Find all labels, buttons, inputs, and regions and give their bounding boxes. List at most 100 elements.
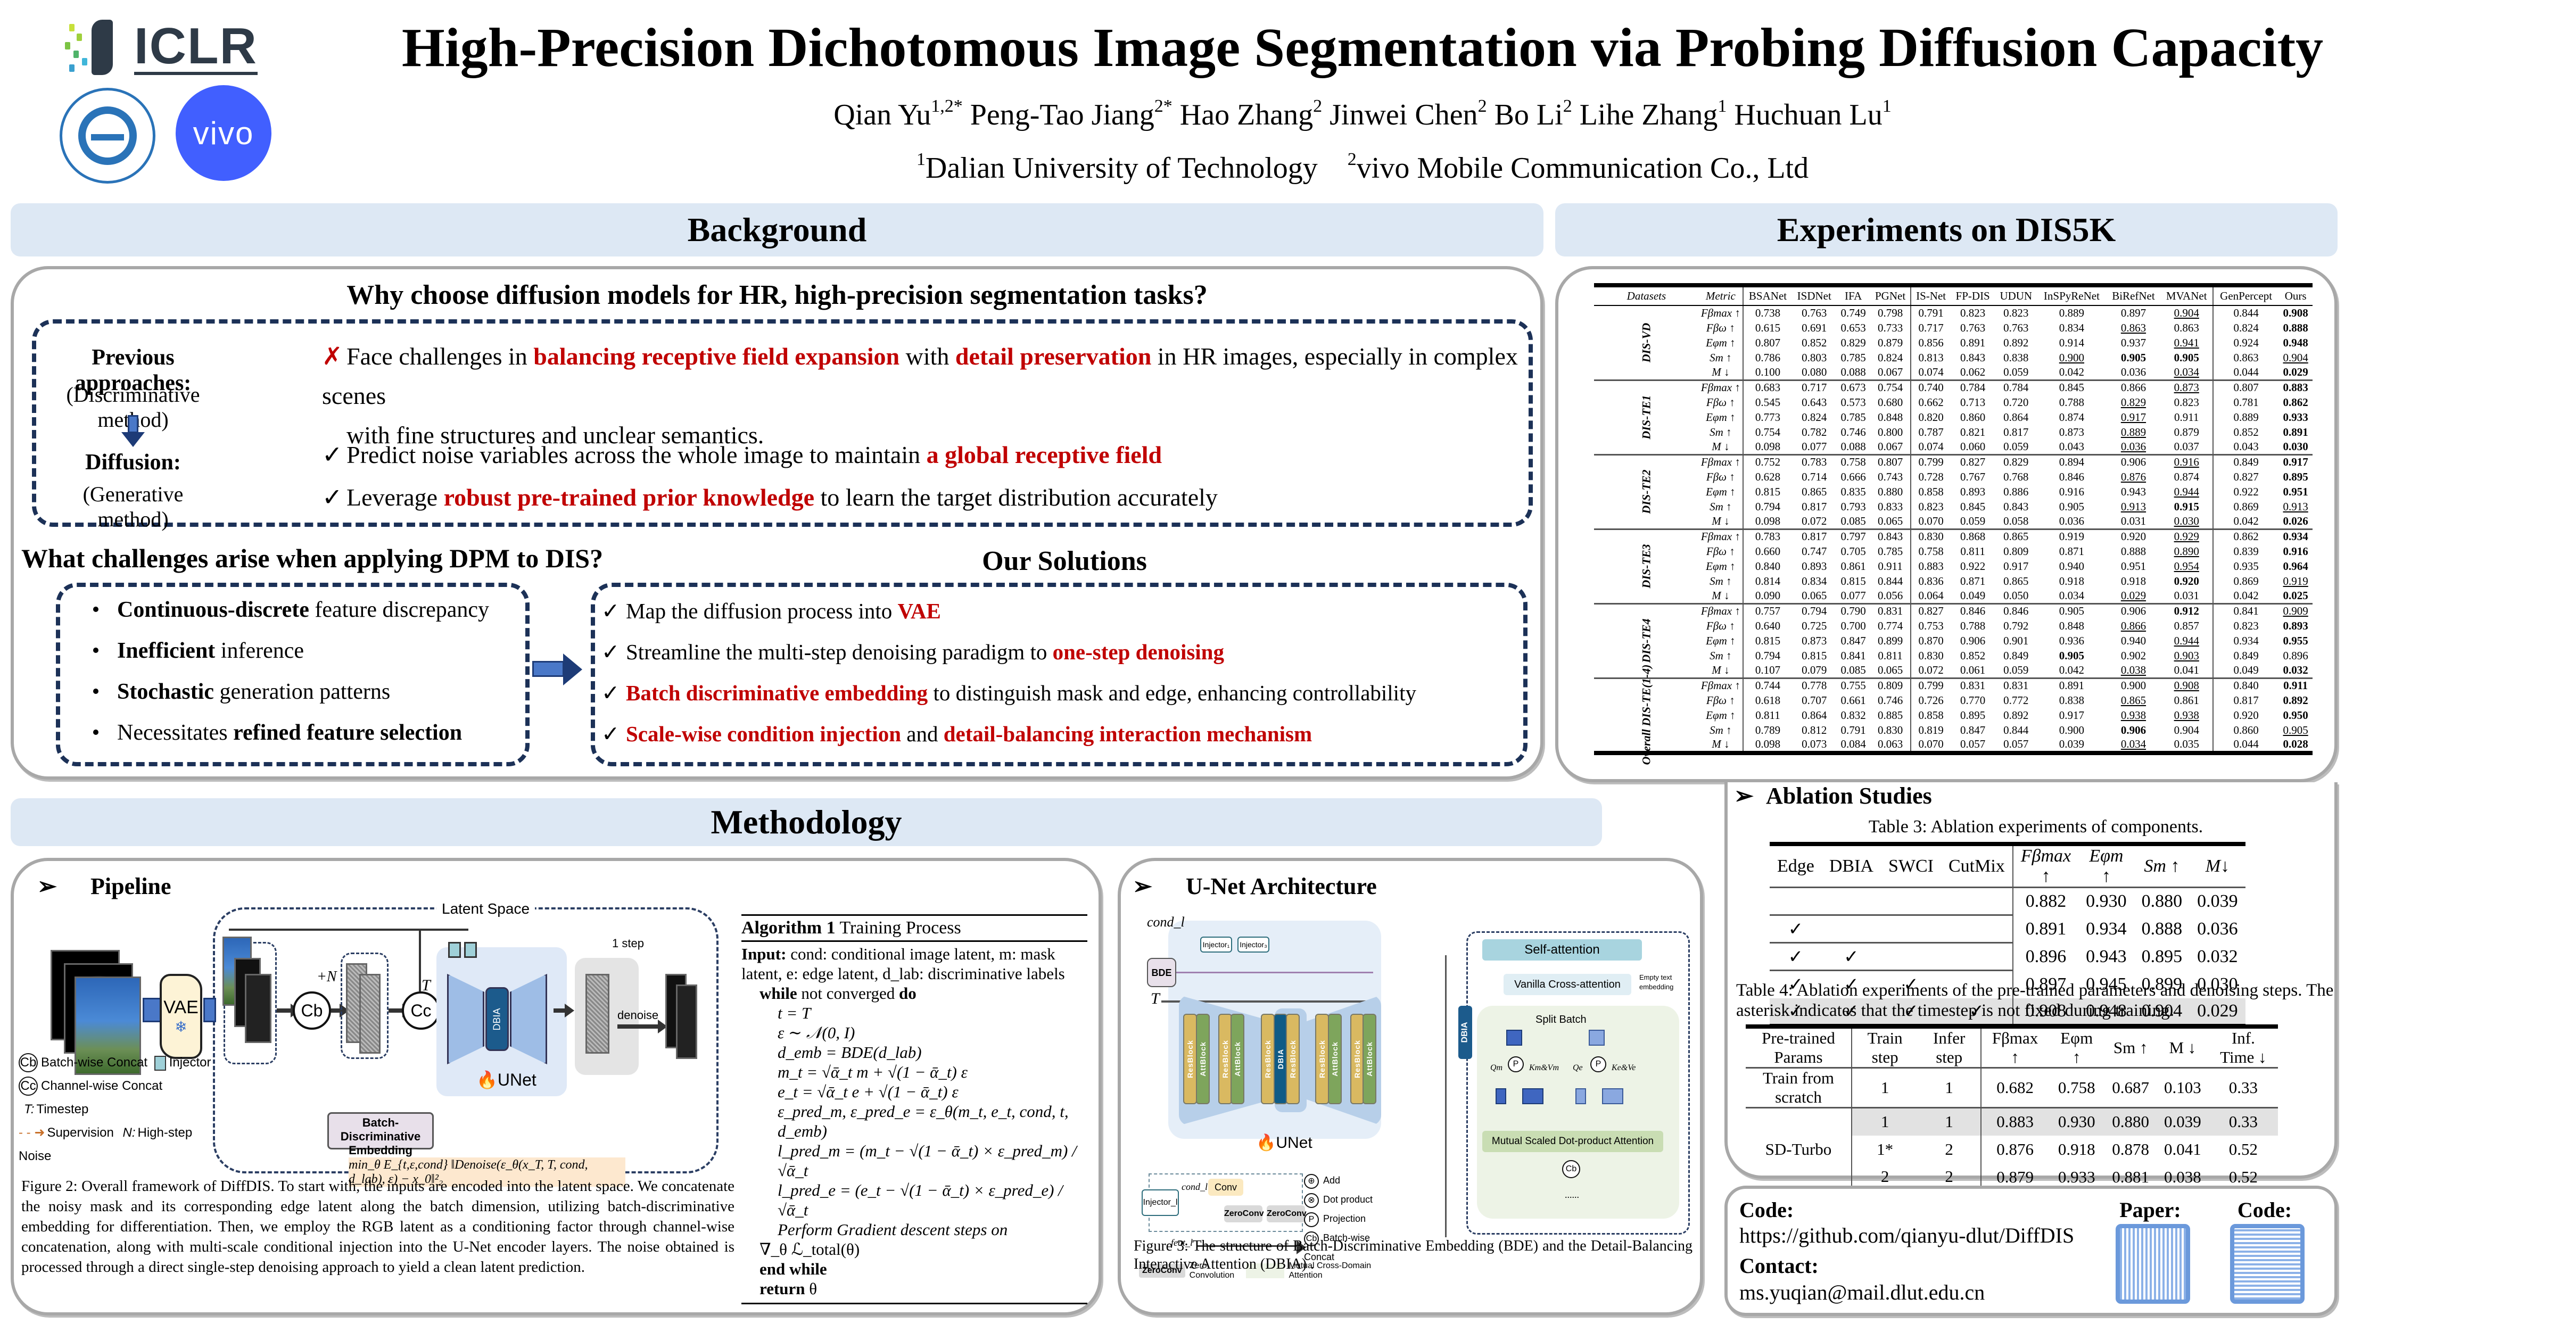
table-cell: 0.852 bbox=[2212, 425, 2279, 440]
table-cell: 0.757 bbox=[1742, 602, 1793, 618]
table-cell: 0.098 bbox=[1742, 440, 1793, 454]
metric-label: Sm ↑ bbox=[1710, 500, 1732, 513]
table-cell: 0.895 bbox=[2141, 946, 2183, 966]
table-cell: 0.917 bbox=[2278, 453, 2313, 469]
timestep-line bbox=[1161, 1000, 1374, 1003]
column-header: Sm ↑ bbox=[2104, 1027, 2157, 1069]
table-cell: 0.035 bbox=[2174, 738, 2199, 750]
metric-label: Eφm ↑ bbox=[1706, 634, 1736, 647]
table-cell: 0.774 bbox=[1877, 619, 1903, 632]
paper-qr-code[interactable] bbox=[2116, 1224, 2190, 1304]
arrow-icon bbox=[331, 1004, 349, 1017]
qr-paper-label: Paper: bbox=[2119, 1198, 2181, 1222]
condition-line bbox=[229, 929, 468, 931]
column-header: BiRefNet bbox=[2106, 285, 2161, 306]
table-cell: 0.920 bbox=[2212, 708, 2279, 723]
table-cell: 0.815 bbox=[1840, 574, 1866, 587]
table-cell: 0.788 bbox=[1960, 619, 1986, 632]
unet-label: 🔥UNet bbox=[476, 1070, 536, 1090]
table-cell: 0.841 bbox=[1840, 649, 1866, 662]
table-cell: ✓ bbox=[1821, 998, 1881, 1026]
table-cell: 0.844 bbox=[1877, 574, 1903, 587]
table3-caption: Table 3: Ablation experiments of compone… bbox=[1868, 817, 2203, 837]
table-cell: 0.042 bbox=[2212, 589, 2279, 603]
text: l_pred_e = (e_t − √(1 − ᾱ_t) × ε_pred_e)… bbox=[778, 1181, 1063, 1219]
solutions-heading: Our Solutions bbox=[982, 546, 1147, 576]
author-name: Peng-Tao Jiang bbox=[970, 98, 1154, 131]
unet-diagram: cond_l Injector₁ Injector₃ BDE T ResBloc… bbox=[1139, 914, 1384, 1280]
table-cell: 0.934 bbox=[2212, 633, 2279, 648]
legend-row: ⊗Dot product bbox=[1304, 1190, 1384, 1209]
table-cell: 0.874 bbox=[2059, 410, 2085, 424]
table-cell: 0.824 bbox=[1802, 410, 1827, 424]
table-cell: 0.935 bbox=[2212, 559, 2279, 574]
section-title: Experiments on DIS5K bbox=[1777, 211, 2116, 249]
table-cell: 0.042 bbox=[2059, 365, 2085, 378]
table-cell: 0.058 bbox=[2003, 514, 2029, 527]
attblock-block: AttBlock bbox=[1195, 1014, 1210, 1104]
table-cell: 0.807 bbox=[1742, 335, 1793, 350]
table-cell: 0.746 bbox=[1877, 693, 1903, 707]
table-cell: 0.945 bbox=[2086, 974, 2127, 994]
table-cell: 0.892 bbox=[2003, 336, 2029, 349]
text: UNet bbox=[497, 1070, 536, 1089]
table-cell: 0.895 bbox=[1960, 708, 1986, 722]
code-qr-code[interactable] bbox=[2230, 1224, 2305, 1304]
column-header: M↓ bbox=[2190, 844, 2245, 888]
text: Predict noise variables across the whole… bbox=[346, 441, 927, 468]
table4-caption: Table 4: Ablation experiments of the pre… bbox=[1736, 981, 2334, 1020]
column-header: IS-Net bbox=[1910, 285, 1951, 306]
table-cell: 0.800 bbox=[1877, 425, 1903, 438]
metric-label: Fβω ↑ bbox=[1706, 544, 1735, 558]
metric-label: Sm ↑ bbox=[1710, 574, 1732, 587]
affiliation-mark: 2 bbox=[1347, 150, 1357, 169]
code-link[interactable]: https://github.com/qianyu-dlut/DiffDIS bbox=[1739, 1223, 2075, 1247]
iclr-logo: ICLR bbox=[59, 19, 271, 77]
table-cell: 0.824 bbox=[1877, 351, 1903, 364]
table-cell: 0.899 bbox=[1877, 634, 1903, 647]
table-cell: 0.944 bbox=[2174, 485, 2199, 498]
column-header: ISDNet bbox=[1792, 285, 1837, 306]
table-cell: 0.33 bbox=[2208, 1107, 2278, 1136]
text: ∇_θ ℒ_total(θ) bbox=[759, 1240, 860, 1259]
challenge-item: •Necessitates refined feature selection bbox=[75, 713, 522, 754]
text: Zero Convolution bbox=[1189, 1261, 1235, 1280]
figure2-caption: Figure 2: Overall framework of DiffDIS. … bbox=[21, 1178, 734, 1276]
table-cell: 0.067 bbox=[1877, 440, 1903, 453]
email-link[interactable]: ms.yuqian@mail.dlut.edu.cn bbox=[1739, 1280, 1985, 1304]
table-cell: 0.911 bbox=[2278, 677, 2313, 693]
algorithm-line: return θ bbox=[741, 1279, 1087, 1298]
text: inference bbox=[215, 639, 304, 663]
table-cell: 0.863 bbox=[2120, 321, 2146, 334]
table-cell: 0.753 bbox=[1910, 618, 1951, 633]
table-cell: 0.876 bbox=[1980, 1135, 2049, 1163]
table-cell: 0.849 bbox=[2212, 648, 2279, 663]
column-header: Metric bbox=[1698, 285, 1743, 306]
mutual-attention-block: Mutual Scaled Dot-product Attention bbox=[1482, 1131, 1663, 1152]
table-cell: 0.088 bbox=[1840, 365, 1866, 378]
affiliation-name: vivo Mobile Communication Co., Ltd bbox=[1356, 152, 1809, 185]
table-cell: 0.065 bbox=[1877, 514, 1903, 527]
table-cell: 0.028 bbox=[2283, 738, 2308, 750]
text: ResBlock bbox=[1289, 1040, 1298, 1078]
solution-item: ✓Scale-wise condition injection and deta… bbox=[601, 714, 1517, 755]
column-header: Eφm ↑ bbox=[2049, 1027, 2105, 1069]
table-cell: 0.916 bbox=[2283, 544, 2308, 558]
table-cell: 0.917 bbox=[2120, 410, 2146, 424]
solutions-list: ✓Map the diffusion process into VAE✓Stre… bbox=[601, 591, 1517, 755]
text: Ablation Studies bbox=[1766, 783, 1932, 809]
figure3-caption: Figure 3: The structure of Batch-Discrim… bbox=[1134, 1238, 1692, 1272]
text: DIS-TE3 bbox=[1639, 544, 1653, 589]
author-affiliation-mark: 2* bbox=[1154, 96, 1173, 116]
zeroconv-swatch: ZeroConv bbox=[1139, 1264, 1185, 1278]
dbia-tag: DBIA bbox=[1458, 1006, 1472, 1059]
table-cell: 0.077 bbox=[1840, 589, 1866, 602]
text: DIS-TE4 bbox=[1639, 618, 1653, 663]
batch-concat-node: Cb bbox=[1562, 1160, 1580, 1178]
table-cell: 0.615 bbox=[1742, 320, 1793, 335]
table-cell: 0.640 bbox=[1742, 618, 1793, 633]
